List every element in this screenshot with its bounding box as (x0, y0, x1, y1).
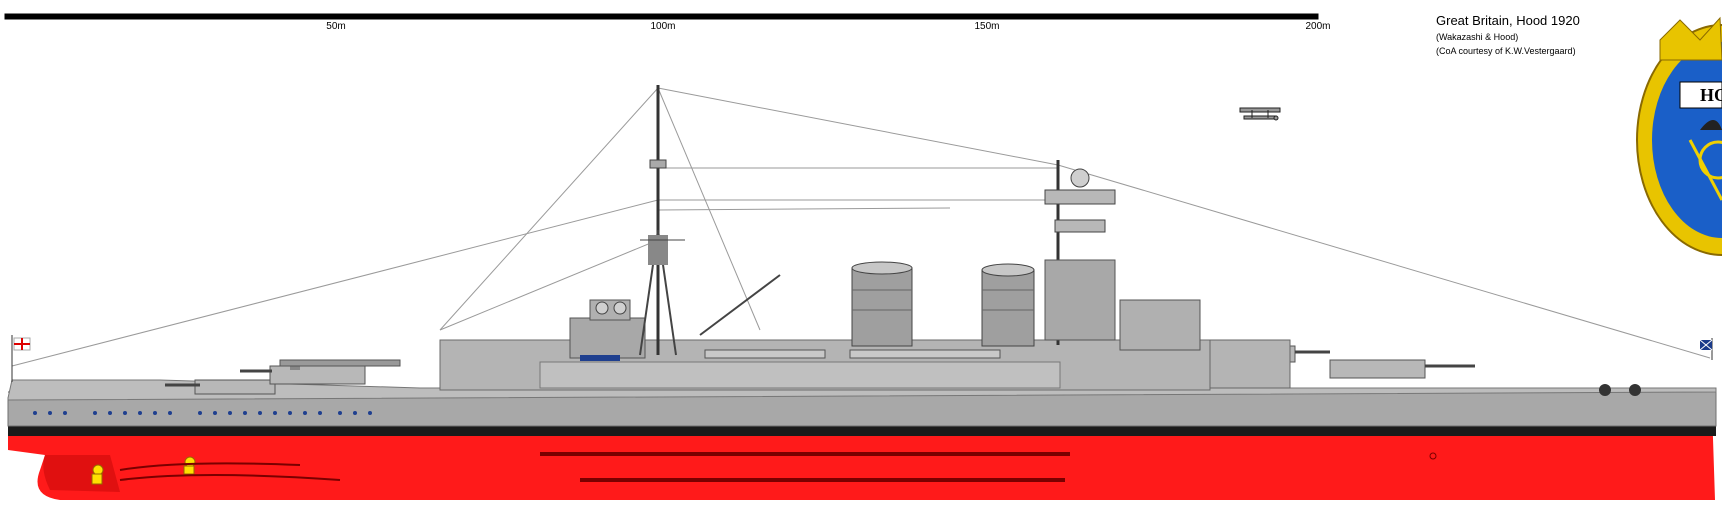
crest-text: HO (1700, 85, 1722, 105)
boot-topping (8, 426, 1716, 436)
drawing-credit-1: (Wakazashi & Hood) (1436, 32, 1519, 42)
ship-crest: HO (1636, 16, 1722, 256)
aft-control-tower (1044, 160, 1201, 351)
scale-label-50m: 50m (326, 21, 345, 32)
scale-bar: 50m 100m 150m 200m (4, 13, 1331, 32)
scale-label-100m: 100m (650, 21, 675, 32)
foremast (639, 85, 781, 356)
scale-label-200m: 200m (1305, 21, 1330, 32)
drawing-credit-2: (CoA courtesy of K.W.Vestergaard) (1436, 46, 1576, 56)
rigging-lines (11, 87, 1711, 367)
bridge-structure (569, 317, 646, 359)
ship-boats (704, 349, 826, 359)
stern-flag (1699, 338, 1713, 360)
drawing-title: Great Britain, Hood 1920 (1436, 13, 1580, 28)
funnels (851, 261, 1035, 347)
seaplane-flying (1239, 107, 1281, 121)
bow-flag (11, 335, 31, 382)
forward-turrets (165, 365, 366, 395)
scale-label-150m: 150m (974, 21, 999, 32)
